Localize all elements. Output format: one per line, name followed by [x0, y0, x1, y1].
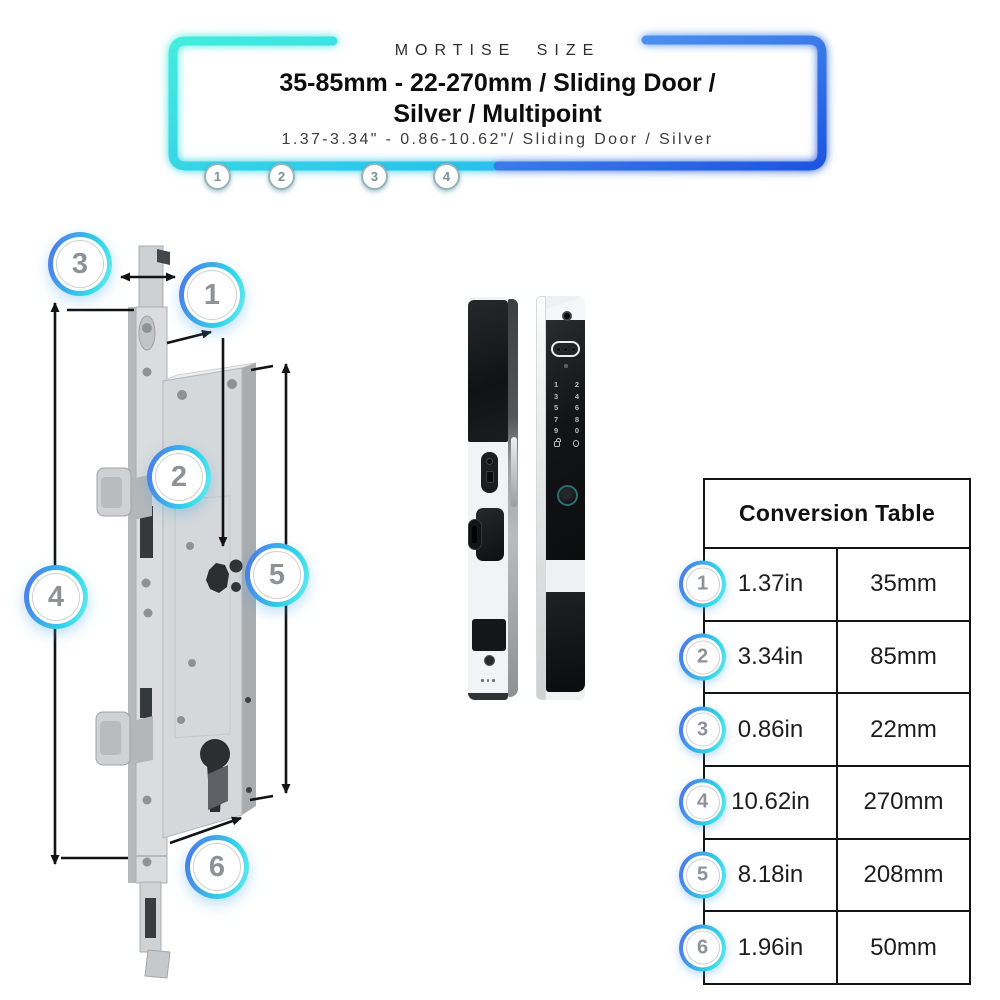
inches-cell: 10.62in	[705, 767, 838, 838]
keypad-digit: 7	[554, 414, 559, 424]
outdoor-handle-image: 1 2 3 4 5 6 7 8 9 0	[536, 296, 585, 700]
doorbell-icon	[572, 440, 579, 447]
mm-cell: 208mm	[863, 861, 944, 889]
header-title-line1: 35-85mm - 22-270mm / Sliding Door /	[279, 69, 716, 97]
callout-number: 3	[56, 240, 104, 288]
keypad-digit: 2	[574, 380, 579, 389]
sensor-window	[551, 341, 580, 357]
table-row: 1 1.37in 35mm	[679, 549, 969, 620]
lock-icon	[554, 438, 561, 447]
row-badge-2: 2	[679, 633, 726, 681]
mm-cell: 85mm	[870, 643, 937, 670]
keypad-digit: 0	[574, 426, 579, 435]
table-row: 3 0.86in 22mm	[679, 692, 969, 766]
callout-circle-1: 1	[179, 262, 245, 328]
indoor-handle-image	[468, 297, 518, 700]
conversion-table-title: Conversion Table	[705, 480, 969, 549]
conversion-table: Conversion Table 1 1.37in 35mm 2 3.34in …	[679, 478, 971, 985]
indoor-bottom-panel	[472, 619, 506, 651]
keypad-digit: 1	[554, 380, 559, 389]
header-step-badge-4: 4	[433, 163, 460, 190]
callout-circle-4: 4	[24, 565, 88, 629]
battery-button-module	[481, 452, 498, 493]
camera-icon	[562, 311, 572, 321]
row-badge-6: 6	[679, 924, 726, 972]
bottom-cap	[468, 693, 508, 700]
callout-circle-3: 3	[48, 232, 112, 296]
inches-cell: 0.86in	[705, 694, 838, 766]
bottom-glass-panel	[546, 592, 585, 692]
row-badge-number: 2	[685, 640, 720, 674]
keypad-digit: 4	[574, 391, 579, 401]
mm-cell: 270mm	[863, 788, 944, 816]
keypad-digit: 9	[554, 426, 559, 435]
pull-groove	[511, 437, 517, 507]
callout-number: 6	[193, 843, 241, 891]
header-title-line2: Silver / Multipoint	[393, 100, 602, 128]
header-eyebrow: MORTISE SIZE	[394, 42, 601, 59]
speaker-dots	[481, 679, 495, 682]
handle-front	[468, 297, 517, 700]
header-step-badge-2: 2	[268, 163, 295, 190]
mm-cell: 50mm	[870, 933, 937, 961]
table-row: 4 10.62in 270mm	[679, 765, 969, 838]
header-step-badge-3: 3	[361, 163, 388, 190]
callout-circle-6: 6	[185, 835, 249, 899]
led-dot	[486, 458, 493, 465]
row-badge-3: 3	[679, 706, 726, 754]
row-badge-number: 5	[685, 858, 720, 893]
header-subtitle: 1.37-3.34" - 0.86-10.62"/ Sliding Door /…	[281, 131, 714, 148]
row-badge-number: 1	[685, 567, 720, 602]
callout-number: 4	[32, 573, 80, 621]
inches-cell: 1.96in	[705, 912, 838, 984]
neon-frame	[168, 35, 827, 171]
table-row: 2 3.34in 85mm	[679, 619, 969, 693]
mm-cell: 35mm	[870, 570, 937, 598]
keypad: 1 2 3 4 5 6 7 8 9 0	[554, 380, 579, 450]
row-badge-number: 4	[685, 785, 720, 820]
indicator-dot	[564, 364, 568, 368]
indoor-top-panel	[468, 300, 508, 442]
conversion-table-body: 1 1.37in 35mm 2 3.34in 85mm 3 0.86in 22m…	[679, 549, 969, 984]
callout-number: 5	[253, 551, 301, 599]
row-badge-5: 5	[679, 851, 726, 899]
header-step-badge-1: 1	[204, 163, 231, 190]
callout-circle-5: 5	[245, 543, 309, 607]
handle-side-edge	[536, 296, 546, 700]
inches-cell: 1.37in	[705, 549, 838, 620]
keypad-digit: 3	[554, 391, 559, 401]
keypad-digit: 8	[574, 414, 579, 424]
handle-front: 1 2 3 4 5 6 7 8 9 0	[546, 296, 585, 700]
bottom-cap	[546, 693, 585, 700]
row-badge-4: 4	[679, 778, 726, 826]
thumbturn-knob	[468, 519, 482, 550]
callout-circle-2: 2	[147, 445, 211, 509]
table-row: 6 1.96in 50mm	[679, 910, 969, 984]
keypad-digit: 6	[574, 403, 579, 412]
thumbturn	[468, 508, 504, 561]
knob-slot	[472, 526, 477, 543]
inches-cell: 8.18in	[705, 839, 838, 911]
row-badge-number: 3	[685, 712, 720, 747]
callout-number: 2	[155, 453, 203, 501]
callout-number: 1	[187, 270, 237, 320]
mm-cell: 22mm	[870, 715, 937, 743]
table-row: 5 8.18in 208mm	[679, 837, 969, 911]
fingerprint-sensor-icon	[557, 485, 578, 506]
inches-cell: 3.34in	[705, 621, 838, 693]
round-button	[484, 655, 495, 666]
keypad-digit: 5	[554, 403, 559, 412]
mid-white-section	[546, 560, 585, 592]
small-button	[485, 471, 494, 483]
row-badge-1: 1	[679, 560, 726, 608]
row-badge-number: 6	[685, 930, 720, 965]
